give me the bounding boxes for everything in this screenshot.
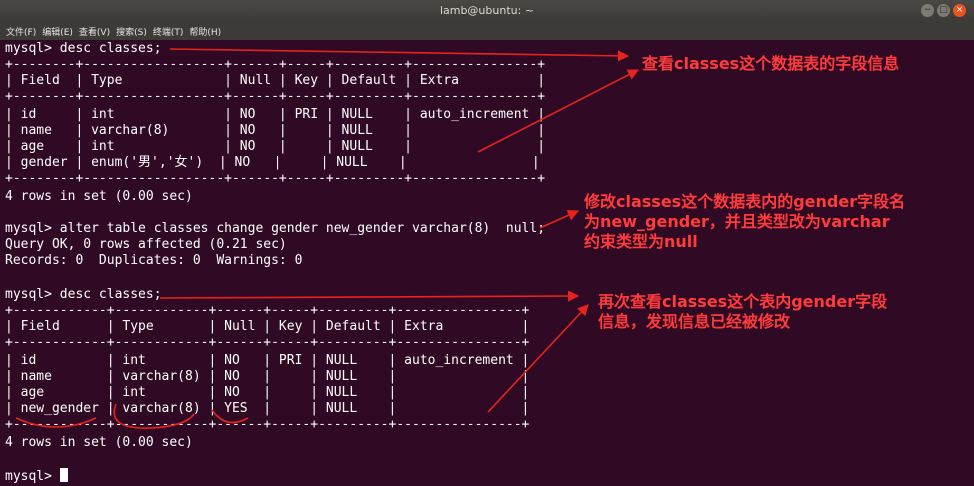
- text-cursor: [59, 468, 68, 482]
- table-header: | Field | Type | Null | Key | Default | …: [5, 73, 546, 88]
- command-line: mysql> alter table classes change gender…: [5, 221, 546, 236]
- result-summary: 4 rows in set (0.00 sec): [5, 435, 193, 450]
- table-header: | Field | Type | Null | Key | Default | …: [5, 319, 530, 334]
- menu-view[interactable]: 查看(V): [78, 28, 111, 38]
- annotation-recheck-line1: 再次查看classes这个表内gender字段: [598, 292, 888, 311]
- table-row: | age | int | NO | | NULL | |: [5, 385, 530, 400]
- annotation-desc-table: 查看classes这个数据表的字段信息: [642, 54, 900, 73]
- minimize-icon[interactable]: −: [921, 4, 934, 17]
- prompt-text: mysql>: [5, 469, 60, 484]
- table-border: +--------+------------------+------+----…: [5, 89, 546, 104]
- table-row: | age | int | NO | | NULL | |: [5, 139, 546, 154]
- terminal-output[interactable]: mysql> desc classes; +--------+---------…: [5, 41, 969, 486]
- menu-help[interactable]: 帮助(H): [189, 28, 222, 38]
- table-border: +------------+------------+------+-----+…: [5, 303, 530, 318]
- window-titlebar[interactable]: lamb@ubuntu: ~ − □ ×: [0, 0, 974, 21]
- command-line: mysql> desc classes;: [5, 41, 162, 56]
- query-status: Query OK, 0 rows affected (0.21 sec): [5, 237, 287, 252]
- menu-bar: 文件(F) 编辑(E) 查看(V) 搜索(S) 终端(T) 帮助(H): [0, 21, 974, 40]
- annotation-alter-line1: 修改classes这个数据表内的gender字段名: [584, 192, 906, 211]
- prompt-line[interactable]: mysql>: [5, 468, 68, 484]
- table-row: | id | int | NO | PRI | NULL | auto_incr…: [5, 353, 530, 368]
- window-title: lamb@ubuntu: ~: [439, 4, 535, 17]
- annotation-alter-line2: 为new_gender，并且类型改为varchar: [584, 212, 890, 231]
- menu-terminal[interactable]: 终端(T): [152, 28, 184, 38]
- table-border: +------------+------------+------+-----+…: [5, 335, 530, 350]
- menu-edit[interactable]: 编辑(E): [42, 28, 73, 38]
- command-line: mysql> desc classes;: [5, 287, 162, 302]
- window-controls: − □ ×: [921, 4, 966, 17]
- menu-file[interactable]: 文件(F): [6, 28, 37, 38]
- table-border: +--------+------------------+------+----…: [5, 57, 546, 72]
- table-row: | name | varchar(8) | NO | | NULL | |: [5, 123, 546, 138]
- query-status: Records: 0 Duplicates: 0 Warnings: 0: [5, 253, 303, 268]
- annotation-recheck-line2: 信息，发现信息已经被修改: [598, 312, 791, 331]
- table-row: | gender | enum('男','女') | NO | | NULL |…: [5, 155, 540, 170]
- table-border: +------------+------------+------+-----+…: [5, 417, 530, 432]
- result-summary: 4 rows in set (0.00 sec): [5, 189, 193, 204]
- annotation-alter-line3: 约束类型为null: [584, 232, 698, 251]
- maximize-icon[interactable]: □: [937, 4, 950, 17]
- menu-search[interactable]: 搜索(S): [116, 28, 147, 38]
- close-icon[interactable]: ×: [953, 4, 966, 17]
- table-row: | new_gender | varchar(8) | YES | | NULL…: [5, 401, 530, 416]
- table-row: | name | varchar(8) | NO | | NULL | |: [5, 369, 530, 384]
- table-row: | id | int | NO | PRI | NULL | auto_incr…: [5, 107, 546, 122]
- table-border: +--------+------------------+------+----…: [5, 171, 546, 186]
